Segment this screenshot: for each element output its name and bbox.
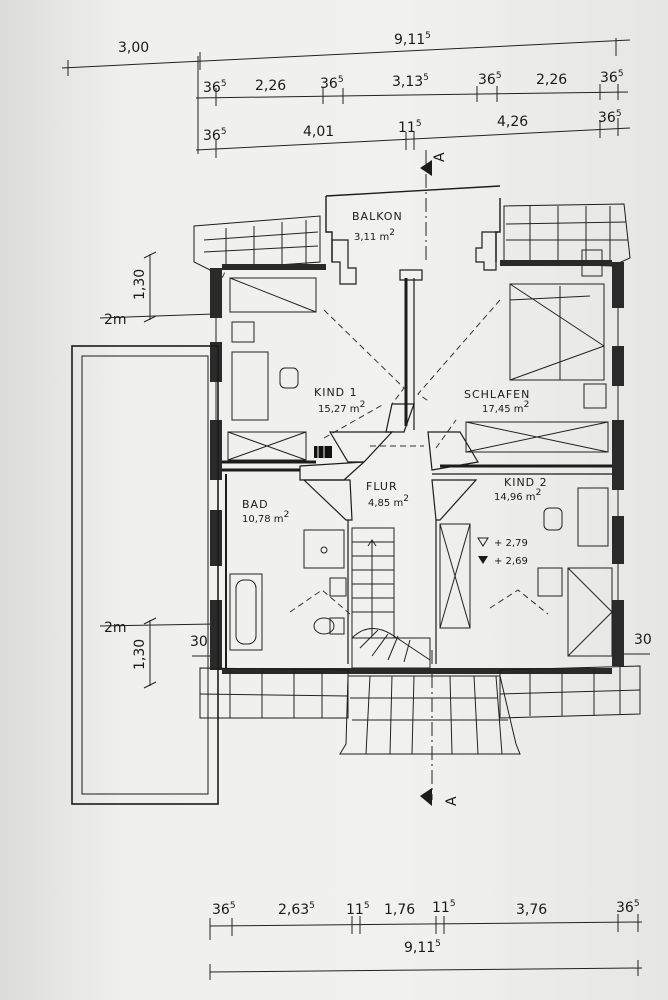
dim-left-130-bottom: 1,30	[132, 639, 148, 670]
svg-text:115: 115	[398, 119, 422, 136]
dim-row-3: 365 4,01 115 4,26 365	[203, 109, 622, 144]
dim-left-30: 30	[190, 634, 208, 650]
room-area-bad: 10,78 m2	[242, 510, 289, 525]
svg-text:365: 365	[212, 901, 236, 918]
dim-right-30: 30	[634, 632, 652, 648]
room-name-balkon: BALKON	[352, 210, 403, 223]
dim-row-2: 365 2,26 365 3,135 365 2,26 365	[203, 69, 624, 96]
interior-walls	[222, 269, 612, 668]
dim-left-2m-top: 2m	[104, 312, 127, 328]
room-name-kind1: KIND 1	[314, 386, 358, 399]
svg-text:365: 365	[598, 109, 622, 126]
section-mark-bottom: A	[444, 796, 460, 806]
exterior-walls	[210, 260, 624, 674]
room-area-kind1: 15,27 m2	[318, 400, 365, 415]
room-area-schlafen: 17,45 m2	[482, 400, 529, 415]
wall-openings	[215, 308, 619, 600]
kind2-furniture	[439, 487, 613, 657]
kind1-furniture	[227, 277, 332, 461]
schlafen-furniture	[465, 249, 609, 453]
dim-left-2m-bottom: 2m	[104, 620, 127, 636]
left-terrace	[71, 251, 650, 805]
roof-eaves-bottom	[199, 665, 641, 755]
svg-text:4,01: 4,01	[303, 124, 334, 140]
dim-top-total: 9,115	[394, 31, 431, 48]
dim-bottom-total: 9,115	[404, 939, 441, 956]
room-area-flur: 4,85 m2	[368, 494, 409, 509]
section-line-a	[420, 150, 433, 806]
door-swings	[221, 269, 549, 615]
svg-text:2,26: 2,26	[255, 78, 286, 94]
dim-bottom-row: 365 2,635 115 1,76 115 3,76 365	[212, 899, 640, 918]
room-name-bad: BAD	[242, 498, 269, 511]
top-dimension-lines	[61, 38, 631, 158]
section-mark-top: A	[432, 152, 448, 162]
level-lower: + 2,69	[494, 556, 528, 567]
svg-text:115: 115	[346, 901, 370, 918]
room-area-balkon: 3,11 m2	[354, 228, 395, 243]
level-marks	[477, 537, 489, 564]
room-name-kind2: KIND 2	[504, 476, 548, 489]
dim-top-left-300: 3,00	[118, 40, 149, 56]
svg-text:365: 365	[320, 75, 344, 92]
svg-text:2,26: 2,26	[536, 72, 567, 88]
svg-text:365: 365	[203, 79, 227, 96]
svg-text:3,76: 3,76	[516, 902, 547, 918]
roof-eaves-top	[193, 203, 631, 271]
balcony	[325, 185, 501, 285]
room-area-kind2: 14,96 m2	[494, 488, 541, 503]
dim-left-130-top: 1,30	[132, 269, 148, 300]
svg-text:115: 115	[432, 899, 456, 916]
svg-text:365: 365	[600, 69, 624, 86]
room-name-schlafen: SCHLAFEN	[464, 388, 530, 401]
svg-text:1,76: 1,76	[384, 902, 415, 918]
bathroom-fixtures	[229, 529, 347, 651]
bottom-dimension-lines	[209, 914, 643, 980]
room-name-flur: FLUR	[366, 480, 398, 493]
svg-text:4,26: 4,26	[497, 114, 528, 130]
level-upper: + 2,79	[494, 538, 528, 549]
svg-text:2,635: 2,635	[278, 901, 315, 918]
svg-text:3,135: 3,135	[392, 73, 429, 90]
staircase	[351, 527, 431, 669]
svg-text:365: 365	[203, 127, 227, 144]
svg-text:365: 365	[616, 899, 640, 916]
svg-text:365: 365	[478, 71, 502, 88]
